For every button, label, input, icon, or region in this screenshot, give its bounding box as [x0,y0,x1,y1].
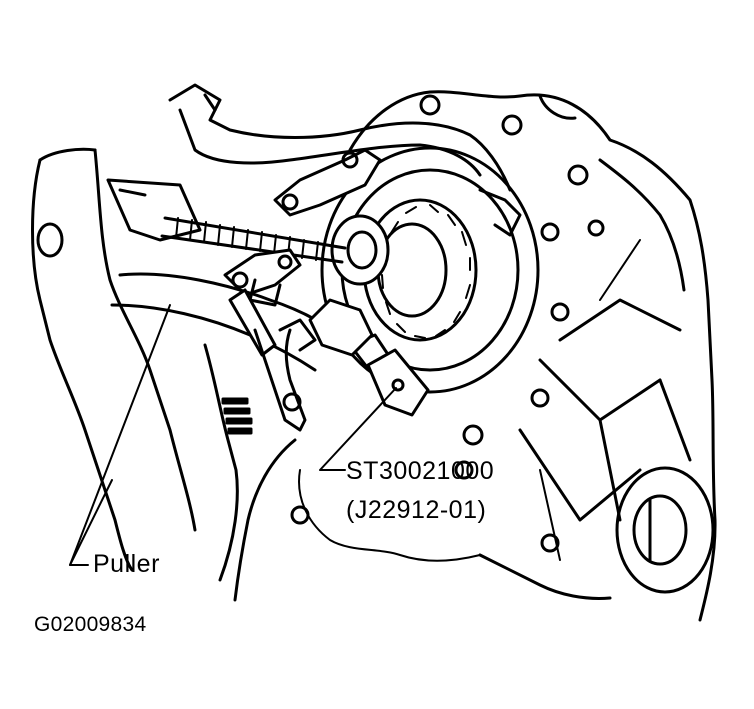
transmission-case [282,90,717,622]
adjustable-wrench [203,318,317,602]
tool-alt-number-label: (J22912-01) [346,496,487,524]
wrench-adjust-knurl [221,397,253,435]
gear-teeth [381,204,471,339]
leader-puller-lower [69,479,113,566]
leader-special-tool [319,387,397,471]
bearing-assembly [320,146,540,394]
special-tool [308,298,430,417]
leader-puller-upper [69,304,171,566]
forcing-screw [160,216,347,264]
puller-label: Puller [93,550,160,578]
tool-number-label: ST30021000 [346,457,495,485]
leader-lines [69,304,397,566]
figure-id-label: G02009834 [34,613,147,636]
